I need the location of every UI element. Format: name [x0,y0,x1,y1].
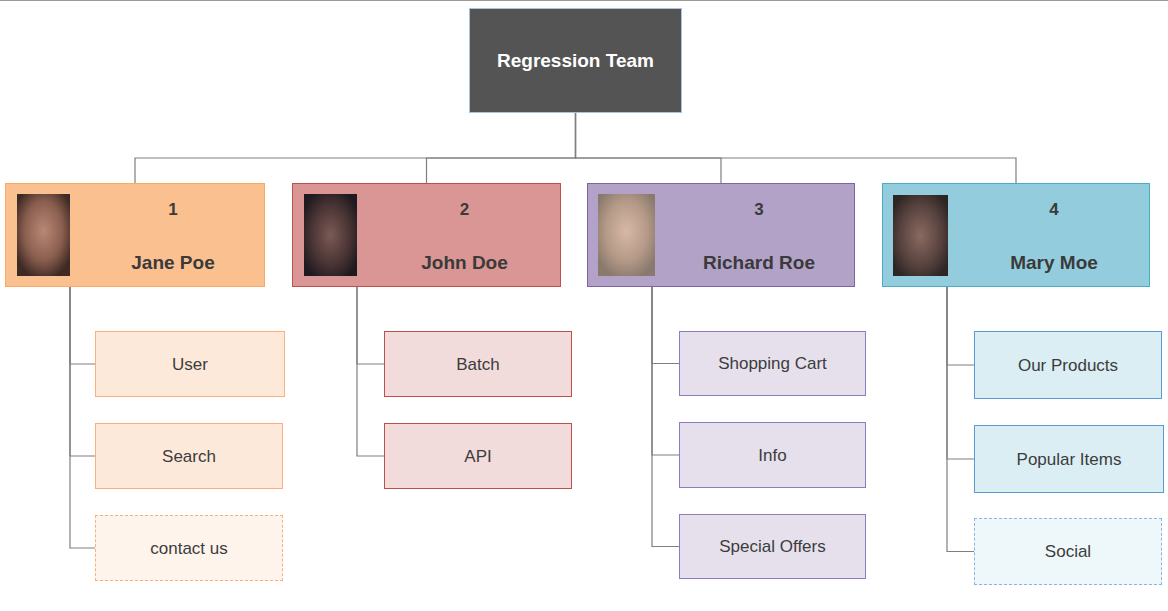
area-box: Shopping Cart [679,331,866,396]
tree-connector [947,287,974,365]
area-label: Social [1039,541,1097,562]
area-box: Our Products [974,331,1162,399]
area-box: Batch [384,331,572,397]
member-number: 1 [168,199,177,221]
member-box: 1Jane Poe [5,183,265,287]
area-box: User [95,331,285,397]
tree-connector [70,287,95,364]
tree-connector [427,113,576,183]
tree-connector [576,113,722,183]
member-name: Jane Poe [131,251,214,275]
tree-connector [652,287,679,455]
tree-connector [652,287,679,364]
team-box: Regression Team [469,8,682,113]
area-label: User [166,354,214,375]
tree-connector [357,287,384,364]
area-box: Popular Items [974,425,1164,493]
member-number: 4 [1049,199,1058,221]
tree-connector [357,287,384,456]
member-box: 3Richard Roe [587,183,855,287]
area-label: Info [752,445,792,466]
tree-connector [70,287,95,456]
tree-connector [652,287,679,547]
member-name: Mary Moe [1010,251,1098,275]
area-label: Popular Items [1011,449,1128,470]
area-label: Batch [450,354,505,375]
area-label: Shopping Cart [712,353,833,374]
member-number: 2 [460,199,469,221]
tree-connector [70,287,95,548]
area-label: Search [156,446,222,467]
area-label: Special Offers [713,536,831,557]
area-box: Search [95,423,283,489]
tree-connector [576,113,1017,183]
tree-connector [135,113,576,183]
tree-connector [947,287,974,552]
team-title: Regression Team [497,49,654,73]
area-box: Info [679,422,866,488]
area-label: Our Products [1012,355,1124,376]
member-name: Richard Roe [703,251,815,275]
area-box: Special Offers [679,514,866,579]
area-box: API [384,423,572,489]
area-box: contact us [95,515,283,581]
member-box: 2John Doe [292,183,561,287]
area-box: Social [974,518,1162,585]
area-label: API [458,446,497,467]
member-number: 3 [754,199,763,221]
area-label: contact us [144,538,234,559]
tree-connector [947,287,974,459]
top-rule [0,0,1168,1]
member-box: 4Mary Moe [882,183,1150,287]
member-name: John Doe [421,251,508,275]
